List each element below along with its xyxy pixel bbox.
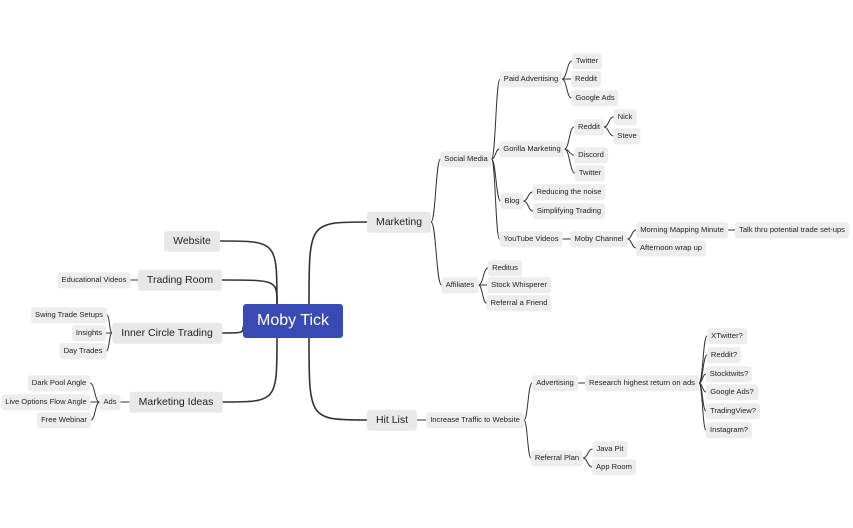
node-rr-tradingview[interactable]: TradingView?	[705, 403, 761, 419]
link-inner-circle-to-ic-day-trades	[106, 332, 113, 352]
node-rp-java-pit[interactable]: Java Pit	[592, 441, 628, 457]
node-pa-google-ads[interactable]: Google Ads	[571, 90, 619, 106]
node-ads-dark-pool[interactable]: Dark Pool Angle	[27, 375, 91, 391]
node-aff-stock-whisperer[interactable]: Stock Whisperer	[487, 277, 551, 293]
node-blog[interactable]: Blog	[500, 193, 524, 209]
node-trading-room[interactable]: Trading Room	[137, 269, 223, 291]
link-social-media-to-gorilla-marketing	[491, 148, 500, 160]
node-ic-insights[interactable]: Insights	[71, 325, 107, 341]
link-root-to-inner-circle	[221, 326, 244, 334]
node-ads-live-options[interactable]: Live Options Flow Angle	[1, 394, 91, 410]
node-affiliates[interactable]: Affiliates	[441, 277, 479, 293]
link-paid-advertising-to-pa-twitter	[561, 60, 573, 80]
node-rr-reddit[interactable]: Reddit?	[706, 347, 742, 363]
link-blog-to-blog-simplifying	[523, 200, 534, 212]
link-ads-to-ads-dark-pool	[89, 382, 100, 403]
link-moby-channel-to-morning-mapping	[627, 229, 637, 240]
link-research-return-to-rr-instagram	[698, 382, 707, 431]
link-root-to-trading-room	[221, 279, 278, 305]
link-gorilla-marketing-to-gm-reddit	[564, 126, 575, 150]
node-website[interactable]: Website	[164, 230, 220, 252]
node-rp-app-room[interactable]: App Room	[592, 459, 636, 475]
node-marketing-ideas[interactable]: Marketing Ideas	[129, 391, 223, 413]
link-referral-plan-to-rp-java-pit	[582, 448, 593, 459]
node-hl-advertising[interactable]: Advertising	[532, 375, 578, 391]
node-educational-videos[interactable]: Educational Videos	[57, 272, 131, 288]
link-marketing-to-social-media	[430, 158, 441, 223]
node-ads-free-webinar[interactable]: Free Webinar	[37, 412, 91, 428]
node-blog-simplifying[interactable]: Simplifying Trading	[532, 203, 606, 219]
node-rr-instagram[interactable]: Instagram?	[706, 422, 752, 438]
link-gm-reddit-to-gm-steve	[603, 126, 614, 137]
node-inner-circle[interactable]: Inner Circle Trading	[112, 322, 222, 344]
link-increase-traffic-to-referral-plan	[523, 419, 532, 459]
node-talk-thru[interactable]: Talk thru potential trade set-ups	[735, 222, 849, 238]
link-gm-reddit-to-gm-nick	[603, 116, 614, 128]
node-morning-mapping[interactable]: Morning Mapping Minute	[636, 222, 728, 238]
node-pa-twitter[interactable]: Twitter	[571, 53, 603, 69]
node-rr-stocktwits[interactable]: Stocktwits?	[705, 366, 753, 382]
link-gorilla-marketing-to-gm-twitter	[564, 148, 576, 174]
link-social-media-to-youtube-videos	[491, 158, 500, 240]
node-gorilla-marketing[interactable]: Gorilla Marketing	[499, 141, 565, 157]
node-ads[interactable]: Ads	[99, 394, 121, 410]
node-research-return[interactable]: Research highest return on ads	[585, 375, 699, 391]
node-marketing[interactable]: Marketing	[366, 211, 432, 233]
node-gm-nick[interactable]: Nick	[613, 109, 637, 125]
node-aff-reditus[interactable]: Reditus	[488, 260, 522, 276]
node-hit-list[interactable]: Hit List	[366, 409, 418, 431]
link-root-to-hit-list	[308, 337, 368, 421]
link-blog-to-blog-reducing	[523, 191, 533, 202]
node-gm-twitter[interactable]: Twitter	[574, 165, 606, 181]
node-rr-xtwitter[interactable]: XTwitter?	[707, 328, 747, 344]
link-ads-to-ads-free-webinar	[90, 401, 100, 421]
link-marketing-to-affiliates	[430, 221, 442, 286]
node-increase-traffic[interactable]: Increase Traffic to Website	[426, 412, 524, 428]
link-inner-circle-to-ic-swing	[106, 314, 113, 334]
link-referral-plan-to-rp-app-room	[582, 457, 593, 468]
link-root-to-marketing	[308, 221, 368, 305]
link-root-to-marketing-ideas	[222, 337, 278, 403]
node-gm-reddit[interactable]: Reddit	[574, 119, 604, 135]
link-increase-traffic-to-hl-advertising	[523, 382, 533, 421]
node-aff-referral[interactable]: Referral a Friend	[486, 295, 552, 311]
node-ic-swing[interactable]: Swing Trade Setups	[31, 307, 107, 323]
link-social-media-to-blog	[491, 158, 501, 202]
node-moby-channel[interactable]: Moby Channel	[570, 231, 628, 247]
link-root-to-website	[219, 240, 278, 305]
link-social-media-to-paid-advertising	[491, 78, 501, 160]
link-affiliates-to-aff-referral	[478, 284, 487, 304]
node-blog-reducing[interactable]: Reducing the noise	[532, 184, 606, 200]
node-gm-discord[interactable]: Discord	[574, 147, 608, 163]
node-social-media[interactable]: Social Media	[440, 151, 492, 167]
node-referral-plan[interactable]: Referral Plan	[530, 450, 584, 466]
node-gm-steve[interactable]: Steve	[613, 128, 641, 144]
node-rr-google-ads[interactable]: Google Ads?	[706, 384, 758, 400]
node-afternoon-wrap[interactable]: Afternoon wrap up	[635, 240, 707, 256]
node-pa-reddit[interactable]: Reddit	[571, 71, 601, 87]
node-ic-day-trades[interactable]: Day Trades	[59, 343, 107, 359]
node-root[interactable]: Moby Tick	[242, 304, 344, 338]
link-moby-channel-to-afternoon-wrap	[627, 238, 637, 249]
node-youtube-videos[interactable]: YouTube Videos	[499, 231, 563, 247]
node-paid-advertising[interactable]: Paid Advertising	[499, 71, 563, 87]
link-paid-advertising-to-pa-google-ads	[561, 78, 572, 99]
